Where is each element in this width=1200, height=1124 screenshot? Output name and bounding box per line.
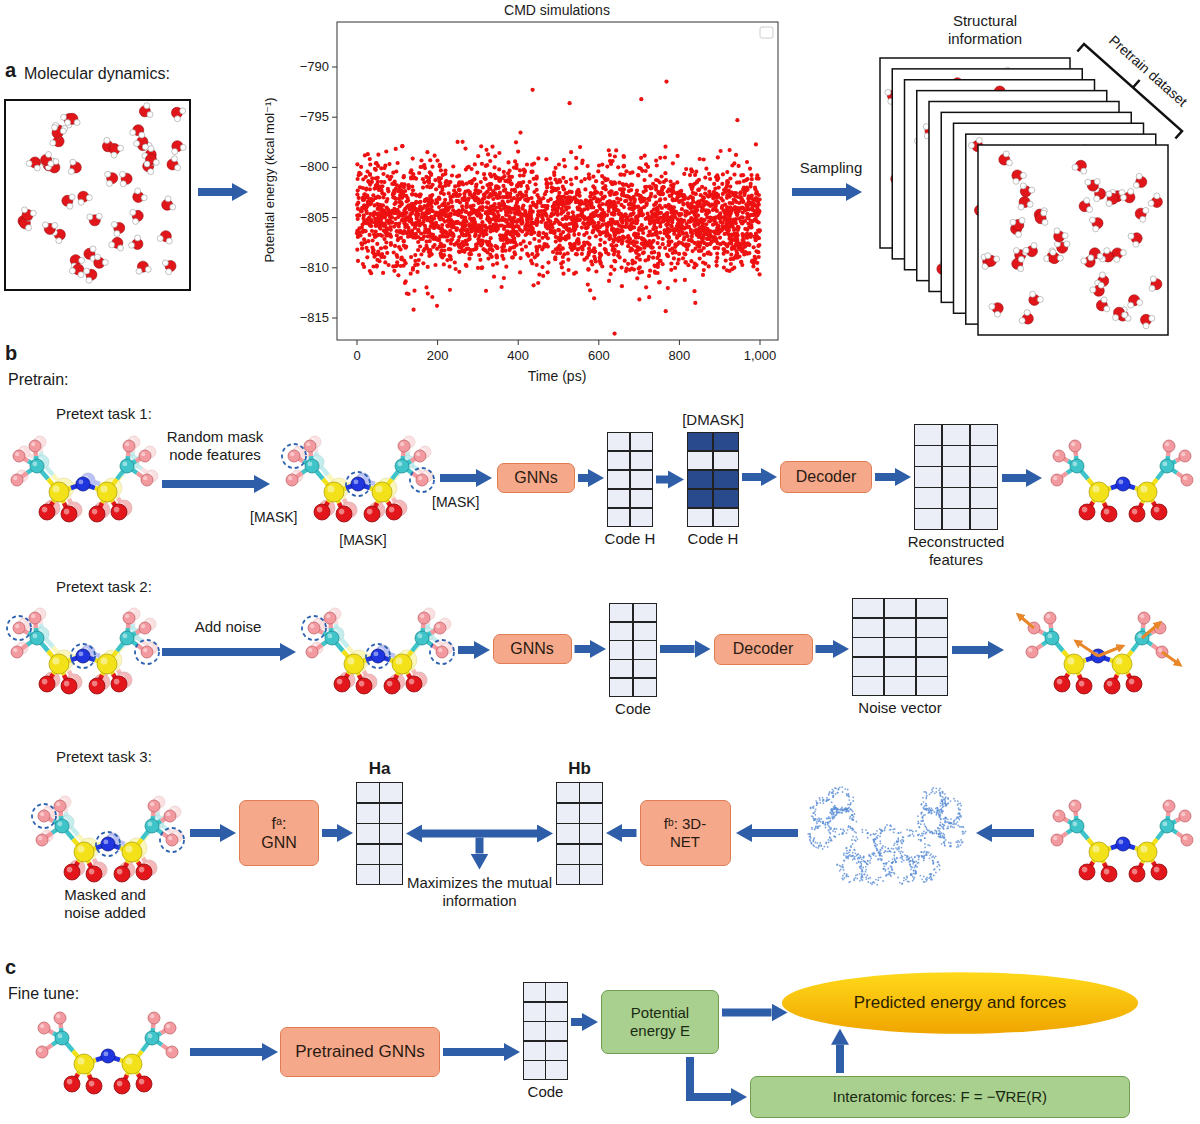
page: {"diagram": { "nodes": [ {"text": ["GNNs…	[0, 0, 1200, 1124]
